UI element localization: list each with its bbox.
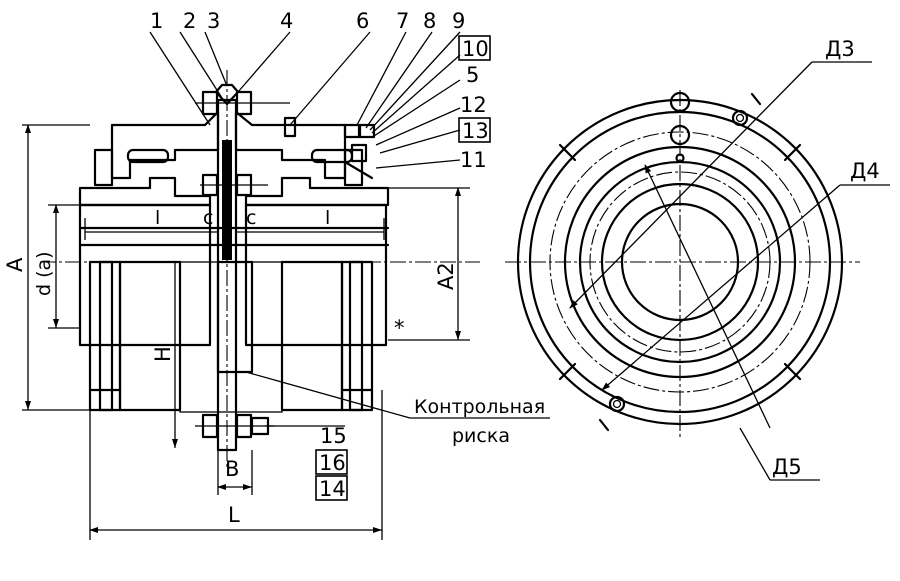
sleeve-section-right xyxy=(234,110,364,187)
callout-3: 3 xyxy=(207,9,220,33)
leader-D3 xyxy=(569,61,813,309)
dim-D4: Д4 xyxy=(850,159,880,183)
sleeve-section-left xyxy=(93,110,220,187)
hub-right xyxy=(244,203,388,347)
dim-B: B xyxy=(225,457,239,481)
callout-6: 6 xyxy=(356,9,369,33)
hole-top-1 xyxy=(669,91,691,113)
bolt-middle xyxy=(200,173,268,197)
bolt-hole-ne xyxy=(731,109,749,127)
end-view xyxy=(505,61,890,481)
dim-star: * xyxy=(394,316,405,340)
callout-1: 1 xyxy=(150,9,163,33)
hub-left xyxy=(78,203,212,347)
callout-8: 8 xyxy=(423,9,436,33)
callout-10: 10 xyxy=(462,37,489,61)
grease-plug xyxy=(283,116,297,138)
dim-L: L xyxy=(228,503,240,527)
note-line-2: риска xyxy=(452,425,510,447)
dim-H: H xyxy=(151,346,175,362)
callout-11: 11 xyxy=(460,148,487,172)
callout-12: 12 xyxy=(460,93,487,117)
note-line-1: Контрольная xyxy=(414,396,545,418)
side-view xyxy=(40,70,480,470)
dim-l-right: l xyxy=(325,207,330,229)
dim-A2: A2 xyxy=(434,262,458,290)
dim-l-left: l xyxy=(155,207,160,229)
hub-section-left xyxy=(78,176,212,207)
callout-14: 14 xyxy=(319,477,346,501)
callout-16: 16 xyxy=(319,451,346,475)
dimension-lines xyxy=(22,124,470,540)
leader-D5 xyxy=(644,164,771,429)
callout-4: 4 xyxy=(280,9,293,33)
dim-D3: Д3 xyxy=(825,37,855,61)
hole-top-2 xyxy=(669,124,691,146)
note-control-mark: Контрольная риска xyxy=(414,396,545,447)
callout-labels: 1 2 3 4 6 7 8 9 10 5 12 13 11 15 16 14 xyxy=(150,9,491,501)
sleeve-outline-lower xyxy=(88,260,374,413)
tooth-slot-left xyxy=(126,148,170,164)
callout-7: 7 xyxy=(396,9,409,33)
bolt-hole-sw xyxy=(608,395,626,413)
callout-9: 9 xyxy=(452,9,465,33)
leader-D4 xyxy=(601,184,841,391)
dimension-labels: A d (a) A2 H B L l l c c * Д3 Д4 Д5 xyxy=(3,37,880,527)
dim-c-left: c xyxy=(203,207,213,229)
dim-c-right: c xyxy=(246,207,256,229)
dim-D5: Д5 xyxy=(772,455,802,479)
hole-top-3 xyxy=(675,153,685,163)
bolt-top xyxy=(195,83,290,116)
hub-section-right xyxy=(244,176,390,207)
callout-5: 5 xyxy=(466,63,479,87)
callout-13: 13 xyxy=(462,119,489,143)
dim-d: d (a) xyxy=(33,251,55,296)
callout-15: 15 xyxy=(320,424,347,448)
dim-A: A xyxy=(3,257,27,272)
callout-2: 2 xyxy=(183,9,196,33)
leader-lines xyxy=(149,31,550,427)
